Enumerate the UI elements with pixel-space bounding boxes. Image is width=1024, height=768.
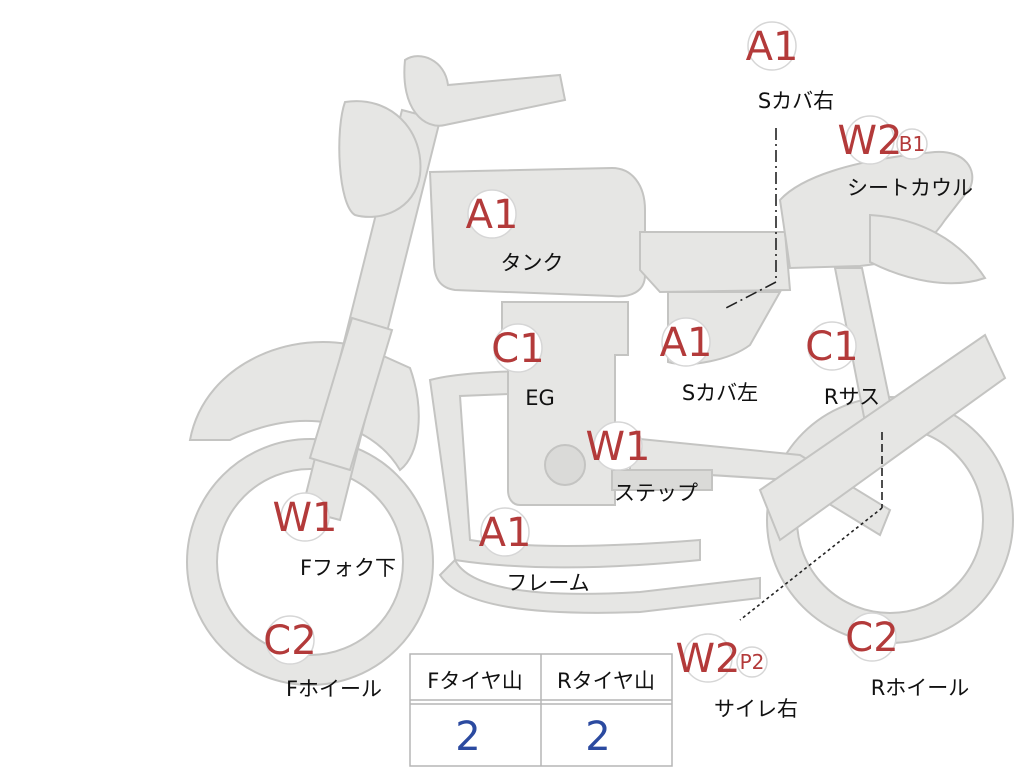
s-cover-left-label: Sカバ左 <box>682 381 758 405</box>
front-fork-lower-condition-code: W1 <box>273 495 338 541</box>
rear-wheel-condition-code: C2 <box>845 615 898 661</box>
seat-cowl-sub-code: B1 <box>899 132 925 156</box>
lower-frame-shape <box>440 560 760 613</box>
muffler-right-label: サイレ右 <box>714 697 798 721</box>
engine-cover-shape <box>545 445 585 485</box>
s-cover-right-condition-code: A1 <box>746 24 799 70</box>
tire-tread-table: Fタイヤ山 Rタイヤ山 2 2 <box>410 654 672 766</box>
rear-tire-tread-header: Rタイヤ山 <box>557 669 655 693</box>
front-wheel-condition-code: C2 <box>263 618 316 664</box>
s-cover-left-condition-code: A1 <box>660 320 713 366</box>
tank-shape <box>430 168 645 296</box>
frame-label: フレーム <box>506 571 589 595</box>
step-condition-code: W1 <box>586 424 651 470</box>
s-cover-right-label: Sカバ右 <box>758 89 834 113</box>
front-tire-tread-header: Fタイヤ山 <box>427 669 522 693</box>
muffler-right-condition-code: W2 <box>676 636 741 682</box>
front-wheel-label: Fホイール <box>286 677 382 701</box>
front-tire-tread-value: 2 <box>455 714 480 760</box>
rear-tire-tread-value: 2 <box>585 714 610 760</box>
frame-condition-code: A1 <box>479 510 532 556</box>
tank-condition-code: A1 <box>466 192 519 238</box>
muffler-right-sub-code: P2 <box>740 650 765 674</box>
rear-wheel-label: Rホイール <box>871 676 970 700</box>
handlebar-shape <box>404 56 565 126</box>
engine-condition-code: C1 <box>491 326 544 372</box>
engine-label: EG <box>525 386 555 410</box>
seat-cowl-label: シートカウル <box>847 176 973 200</box>
front-fork-lower-label: Fフォク下 <box>300 556 396 580</box>
tank-label: タンク <box>501 251 564 275</box>
rear-suspension-condition-code: C1 <box>805 324 858 370</box>
seat-shape <box>640 232 790 292</box>
step-label: ステップ <box>614 481 698 505</box>
seat-cowl-condition-code: W2 <box>838 118 903 164</box>
rear-suspension-label: Rサス <box>824 385 880 409</box>
